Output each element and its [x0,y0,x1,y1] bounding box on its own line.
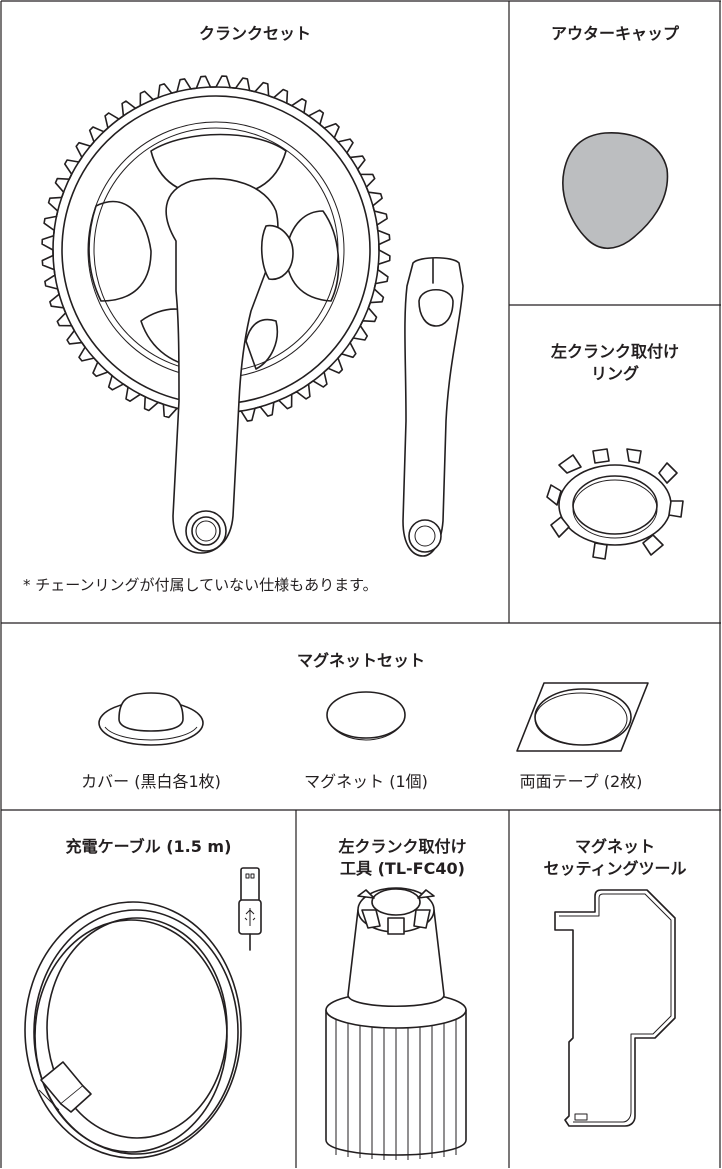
charging-cable-cell: 充電ケーブル (1.5 m) [1,810,296,1168]
setting-tool-title-line2: セッティングツール [543,859,687,878]
setting-tool-illustration [554,889,676,1127]
magnet-item-tape-label: 両面テープ (2枚) [519,772,643,791]
crankset-illustration [41,75,464,557]
outer-cap-cell: アウターキャップ [509,1,721,305]
magnet-item-magnet-label: マグネット (1個) [304,772,428,791]
crankset-title: クランクセット [198,24,311,43]
ring-title-line1: 左クランク取付け [550,342,679,361]
magnet-set-cell: マグネットセット カバー (黒白各1枚) マグネット (1個) 両面テープ (2… [1,623,721,810]
setting-tool-title-line1: マグネット [574,837,655,856]
tool-title-line2: 工具 (TL-FC40) [340,859,465,878]
outer-cap-illustration [562,132,669,250]
tool-illustration [325,887,467,1160]
crankset-cell: クランクセット * チェーンリングが付属していない仕様もあります。 [1,1,509,623]
crankset-note: * チェーンリングが付属していない仕様もあります。 [23,576,378,594]
tool-title-line1: 左クランク取付け [338,837,467,856]
ring-illustration [546,448,684,560]
magnet-item-cover-label: カバー (黒白各1枚) [81,772,221,791]
left-crank-tool-cell: 左クランク取付け 工具 (TL-FC40) [296,810,509,1168]
charging-cable-title: 充電ケーブル (1.5 m) [65,837,232,856]
magnet-set-illustration [98,682,649,752]
magnet-setting-tool-cell: マグネット セッティングツール [509,810,721,1168]
left-crank-ring-cell: 左クランク取付け リング [509,305,721,623]
ring-title-line2: リング [590,364,639,383]
magnet-set-title: マグネットセット [296,651,425,670]
charging-cable-illustration [24,867,262,1159]
outer-cap-title: アウターキャップ [550,24,679,43]
